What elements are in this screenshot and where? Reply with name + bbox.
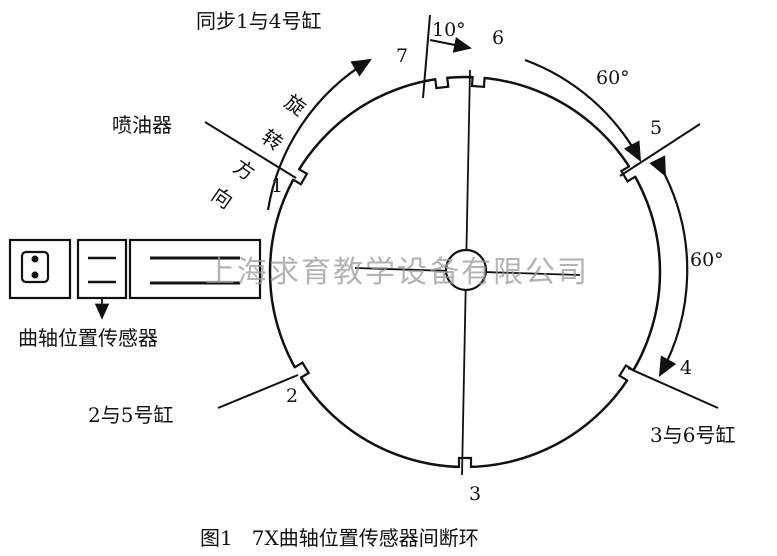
sixty-degree-top-label: 60° (596, 67, 630, 89)
sync-1-4-label: 同步1与4号缸 (196, 9, 321, 33)
notch-2 (292, 361, 311, 380)
notch-label-6: 6 (492, 27, 504, 49)
notch-label-4: 4 (680, 357, 692, 379)
rotation-char-4: 向 (207, 182, 237, 213)
rotation-char-3: 方 (229, 154, 259, 185)
ten-degree-arrow (429, 37, 472, 53)
notch-1 (290, 167, 309, 186)
notch-6 (470, 74, 486, 89)
notch-label-1: 1 (271, 175, 283, 197)
sixty-degree-arrow-right (649, 155, 689, 377)
sixty-degree-right-label: 60° (690, 249, 724, 271)
notch-label-2: 2 (286, 385, 298, 407)
watermark: 上海求育教学设备有限公司 (205, 255, 589, 290)
rotation-char-2: 转 (257, 124, 287, 155)
rotation-arrow (266, 58, 372, 211)
notch-4-line (627, 367, 719, 409)
sixty-degree-arrow-top (524, 58, 642, 162)
crank-position-sensor (8, 238, 262, 320)
notch-label-5: 5 (650, 117, 662, 139)
notch-5-line (619, 123, 701, 177)
notch-2-line (217, 374, 299, 409)
notch-7-pointer (422, 14, 431, 99)
ten-degree-label: 10° (432, 19, 466, 41)
sensor-label: 曲轴位置传感器 (18, 326, 158, 350)
rotation-char-1: 旋 (280, 89, 310, 120)
injector-label: 喷油器 (112, 113, 172, 137)
notch-3 (457, 456, 473, 470)
hub-circle (444, 248, 488, 292)
notch-label-3: 3 (469, 483, 481, 505)
cyl-2-5-label: 2与5号缸 (88, 403, 173, 427)
notch-label-7: 7 (396, 45, 408, 67)
figure-caption: 图1 7X曲轴位置传感器间断环 (200, 526, 479, 550)
injector-line (204, 121, 297, 179)
notch-7 (434, 74, 450, 90)
notch-5 (619, 164, 638, 183)
cyl-3-6-label: 3与6号缸 (650, 423, 735, 447)
